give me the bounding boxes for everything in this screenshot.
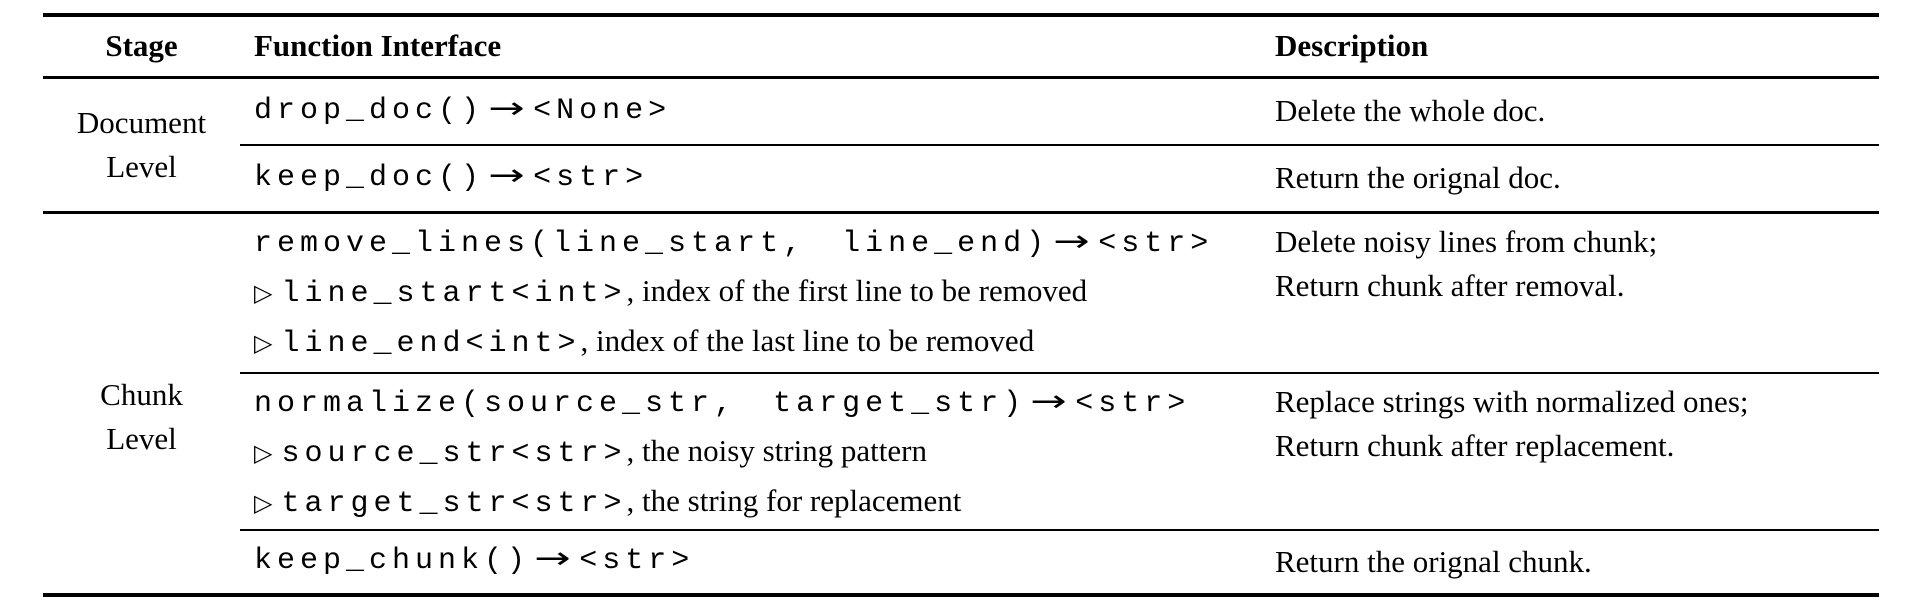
parameter-line: ▷ line_start<int>, index of the first lin… (254, 269, 1265, 319)
function-row-keep-doc: keep_doc()→<str> Return the orignal doc. (43, 143, 1879, 212)
function-row-normalize: normalize(source_str, target_str)→<str> … (43, 371, 1879, 530)
function-signature-line: remove_lines(line_start, line_end)→<str> (254, 220, 1265, 269)
param-marker-icon: ▷ (254, 438, 273, 467)
param-description: , index of the last line to be removed (580, 322, 1035, 358)
function-signature: normalize(source_str, target_str) (254, 386, 1027, 421)
description-line: Return the orignal doc. (1275, 160, 1561, 195)
return-type: <str> (579, 544, 695, 578)
param-description: , index of the first line to be removed (626, 272, 1088, 308)
param-marker-icon: ▷ (254, 488, 273, 517)
param-description: , the string for replacement (626, 482, 962, 518)
function-row-drop-doc: Document Level drop_doc()→<None> Delete … (43, 77, 1879, 184)
description-cell-drop-doc: Delete the whole doc. (1265, 77, 1879, 145)
stage-cell-chunk-level: Chunk Level (43, 212, 240, 595)
right-arrow-icon: → (534, 541, 571, 576)
description-column-header: Description (1275, 28, 1429, 64)
param-marker-icon: ▷ (254, 278, 273, 307)
description-line: Delete the whole doc. (1275, 93, 1546, 128)
description-line: Replace strings with normalized ones; (1275, 383, 1749, 419)
right-arrow-icon: → (488, 90, 525, 126)
description-line: Return chunk after removal. (1275, 267, 1625, 303)
description-line: Return chunk after replacement. (1275, 427, 1675, 463)
function-cell-normalize: normalize(source_str, target_str)→<str> … (240, 371, 1265, 530)
description-line: Delete noisy lines from chunk; (1275, 223, 1658, 259)
stage-cell-document-level: Document Level (43, 77, 240, 212)
param-name: source_str<str> (281, 436, 627, 471)
right-arrow-icon: → (1030, 383, 1067, 419)
function-signature: remove_lines(line_start, line_end) (254, 226, 1050, 261)
return-type: <None> (533, 93, 672, 128)
stage-column-header: Stage (105, 28, 178, 64)
function-row-remove-lines: Chunk Level remove_lines(line_start, lin… (43, 212, 1879, 456)
param-name: target_str<str> (281, 486, 627, 521)
stage-label-line: Level (106, 148, 177, 184)
stage-label-line: Level (106, 421, 177, 456)
function-interface-table: Stage Function Interface Description Doc… (43, 13, 1879, 597)
return-type: <str> (1075, 386, 1191, 421)
description-line: Return the orignal chunk. (1275, 543, 1592, 579)
function-signature: keep_chunk() (254, 544, 531, 578)
function-signature: drop_doc() (254, 93, 485, 128)
param-name: line_start<int> (281, 276, 627, 311)
return-type: <str> (533, 160, 649, 195)
stage-label-line: Document (76, 104, 207, 140)
right-arrow-icon: → (1053, 223, 1090, 259)
function-cell-remove-lines: remove_lines(line_start, line_end)→<str>… (240, 212, 1265, 373)
function-signature-line: normalize(source_str, target_str)→<str> (254, 380, 1265, 429)
parameter-line: ▷ target_str<str>, the string for replace… (254, 479, 1265, 529)
right-arrow-icon: → (488, 157, 525, 193)
param-description: , the noisy string pattern (626, 432, 927, 468)
function-cell-keep-doc: keep_doc()→<str> (240, 143, 1265, 212)
function-signature-line: drop_doc()→<None> (254, 87, 1265, 136)
function-signature-line: keep_chunk()→<str> (254, 537, 1265, 586)
function-cell-keep-chunk: keep_chunk()→<str> (240, 528, 1265, 595)
function-row-keep-chunk: keep_chunk()→<str> Return the orignal ch… (43, 528, 1879, 595)
parameter-line: ▷ line_end<int>, index of the last line t… (254, 319, 1265, 369)
function-signature: keep_doc() (254, 160, 485, 195)
description-cell-keep-chunk: Return the orignal chunk. (1265, 528, 1879, 595)
function-interface-column-header: Function Interface (254, 28, 502, 64)
return-type: <str> (1098, 226, 1214, 261)
stage-label-line: Chunk (100, 377, 183, 412)
parameter-line: ▷ source_str<str>, the noisy string patte… (254, 429, 1265, 479)
description-cell-keep-doc: Return the orignal doc. (1265, 143, 1879, 212)
description-cell-normalize: Replace strings with normalized ones; Re… (1265, 371, 1879, 530)
function-cell-drop-doc: drop_doc()→<None> (240, 77, 1265, 145)
function-signature-line: keep_doc()→<str> (254, 154, 1265, 203)
param-marker-icon: ▷ (254, 328, 273, 357)
param-name: line_end<int> (281, 326, 581, 361)
header-row: Stage Function Interface Description (43, 15, 1879, 77)
description-cell-remove-lines: Delete noisy lines from chunk; Return ch… (1265, 212, 1879, 373)
